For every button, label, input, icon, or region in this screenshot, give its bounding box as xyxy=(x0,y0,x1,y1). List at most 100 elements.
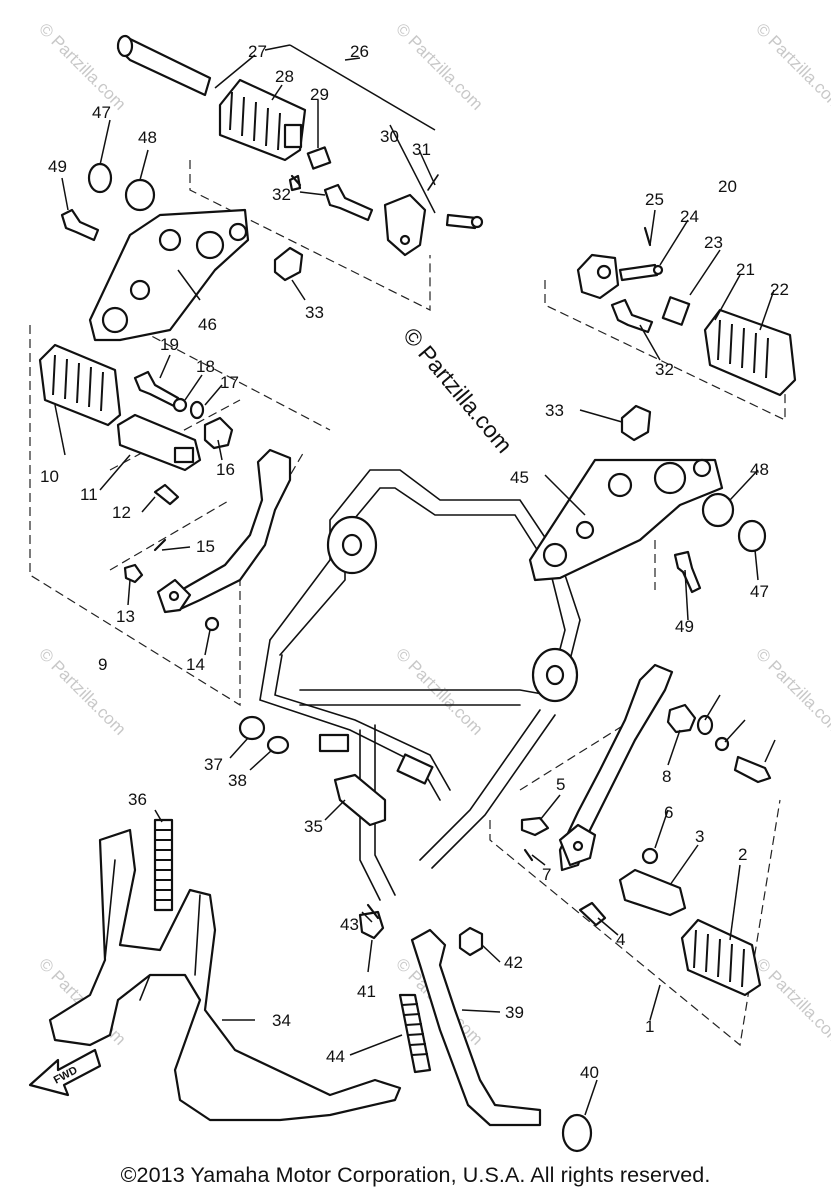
rear-footrest-cotter xyxy=(290,174,302,187)
cotter-15 xyxy=(153,538,167,552)
center-watermark: © Partzilla.com xyxy=(398,323,518,458)
callout-45: 45 xyxy=(510,468,529,487)
callout-23: 23 xyxy=(704,233,723,252)
nut-37 xyxy=(238,715,266,741)
forward-arrow: FWD xyxy=(28,1048,102,1097)
callout-38: 38 xyxy=(228,771,247,790)
watermark: © Partzilla.com xyxy=(752,19,831,113)
callout-8: 8 xyxy=(662,767,671,786)
parts-diagram: © Partzilla.com © Partzilla.com © Partzi… xyxy=(28,19,831,1153)
callout-47-right: 47 xyxy=(750,582,769,601)
collar-33-left xyxy=(273,246,304,282)
damper-48-left xyxy=(124,178,156,212)
callout-47-left: 47 xyxy=(92,103,111,122)
side-stand xyxy=(410,928,542,1127)
bolt-49-right xyxy=(673,550,702,594)
rear-footrest-rubber xyxy=(218,78,307,162)
front-footrest-right xyxy=(618,868,687,917)
callout-6: 6 xyxy=(664,803,673,822)
rear-footrest-left xyxy=(60,34,484,342)
rear-footrest-plate-right xyxy=(661,296,691,326)
clip-6 xyxy=(641,847,659,865)
callout-30: 30 xyxy=(380,127,399,146)
callout-9: 9 xyxy=(98,655,107,674)
callout-16: 16 xyxy=(216,460,235,479)
cotter-43 xyxy=(366,903,380,920)
callout-39: 39 xyxy=(505,1003,524,1022)
front-footrest-right xyxy=(520,663,772,997)
callout-34: 34 xyxy=(272,1011,291,1030)
copyright-footer: ©2013 Yamaha Motor Corporation, U.S.A. A… xyxy=(120,1163,711,1187)
front-footrest-rubber-right xyxy=(680,918,762,997)
collar-16-left xyxy=(203,416,234,450)
callout-42: 42 xyxy=(504,953,523,972)
spring-12 xyxy=(153,483,180,506)
rear-footrest-right xyxy=(528,226,797,594)
stopper-40 xyxy=(561,1113,593,1153)
washer-17-left xyxy=(189,400,205,420)
main-stand xyxy=(48,828,402,1122)
callout-33-left: 33 xyxy=(305,303,324,322)
cotter-7 xyxy=(523,848,534,862)
callout-43: 43 xyxy=(340,915,359,934)
pin-13 xyxy=(123,563,144,584)
collar-33-right xyxy=(620,404,652,442)
leader-lines xyxy=(54,44,776,1116)
callout-numbers: 1 2 3 4 5 6 7 8 9 10 11 12 13 14 15 16 1… xyxy=(40,42,789,1082)
watermark: © Partzilla.com xyxy=(35,19,129,113)
damper-47-right xyxy=(737,519,767,553)
callout-33-right: 33 xyxy=(545,401,564,420)
callout-48-right: 48 xyxy=(750,460,769,479)
watermark: © Partzilla.com xyxy=(392,644,486,738)
front-footrest-rubber-left xyxy=(38,343,122,427)
callout-19: 19 xyxy=(160,335,179,354)
watermark: © Partzilla.com xyxy=(392,19,486,113)
callout-21: 21 xyxy=(736,260,755,279)
front-footrest-left xyxy=(38,343,292,632)
callout-2: 2 xyxy=(738,845,747,864)
bolt-19-left xyxy=(133,370,180,408)
callout-37: 37 xyxy=(204,755,223,774)
clip-14 xyxy=(204,616,220,632)
callout-49-left: 49 xyxy=(48,157,67,176)
rear-footrest-bracket xyxy=(383,193,427,257)
callout-29: 29 xyxy=(310,85,329,104)
callout-10: 10 xyxy=(40,467,59,486)
callout-22: 22 xyxy=(770,280,789,299)
callout-7: 7 xyxy=(542,865,551,884)
rear-footrest-pin xyxy=(445,213,478,230)
callout-17: 17 xyxy=(220,373,239,392)
callout-1: 1 xyxy=(645,1017,654,1036)
watermark: © Partzilla.com xyxy=(752,644,831,738)
callout-11: 11 xyxy=(80,485,98,504)
callout-15: 15 xyxy=(196,537,215,556)
watermark: © Partzilla.com xyxy=(35,644,129,738)
frame xyxy=(259,469,581,901)
bolt-41 xyxy=(358,910,385,940)
callout-32-left: 32 xyxy=(272,185,291,204)
callout-32-right: 32 xyxy=(655,360,674,379)
callout-46: 46 xyxy=(198,315,217,334)
callout-31: 31 xyxy=(412,140,431,159)
callout-41: 41 xyxy=(357,982,376,1001)
callout-26: 26 xyxy=(350,42,369,61)
stand-spring xyxy=(153,818,174,912)
side-stand-spring xyxy=(398,993,432,1074)
callout-36: 36 xyxy=(128,790,147,809)
washer-38 xyxy=(266,735,290,755)
callout-13: 13 xyxy=(116,607,135,626)
callout-40: 40 xyxy=(580,1063,599,1082)
callout-44: 44 xyxy=(326,1047,345,1066)
callout-5: 5 xyxy=(556,775,565,794)
damper-48-right xyxy=(701,492,735,528)
bolt-19-right xyxy=(733,755,772,784)
pivot-bolt-35 xyxy=(333,773,387,827)
rear-footrest-pin-right xyxy=(618,263,659,282)
bolt-49-left xyxy=(60,208,100,242)
callout-4: 4 xyxy=(616,930,625,949)
watermark: © Partzilla.com xyxy=(752,954,831,1048)
rear-footrest-plate xyxy=(306,146,332,170)
callout-49-right: 49 xyxy=(675,617,694,636)
callout-24: 24 xyxy=(680,207,699,226)
callout-28: 28 xyxy=(275,67,294,86)
